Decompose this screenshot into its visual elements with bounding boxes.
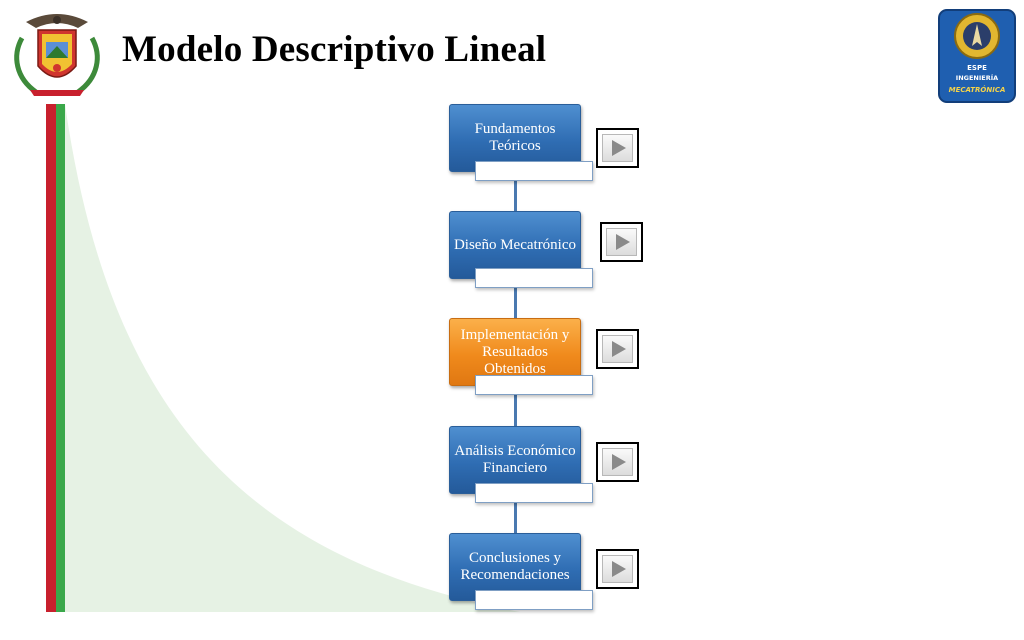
- slide-title: Modelo Descriptivo Lineal: [122, 29, 547, 70]
- step-sub-box: [475, 161, 593, 181]
- step-box: Diseño Mecatrónico: [449, 211, 581, 279]
- step-sub-box: [475, 483, 593, 503]
- step-label: Análisis Económico Financiero: [454, 443, 576, 476]
- play-button-fundamentos[interactable]: [596, 128, 639, 168]
- crest-logo: [14, 14, 100, 96]
- red-stripe: [46, 104, 56, 612]
- logo-line2: INGENIERÍA: [956, 73, 998, 82]
- step-fundamentos: Fundamentos Teóricos: [449, 104, 593, 181]
- play-triangle-icon: [611, 140, 626, 156]
- step-box: Implementación y Resultados Obtenidos: [449, 318, 581, 386]
- play-button-face: [602, 448, 633, 476]
- step-box: Análisis Económico Financiero: [449, 426, 581, 494]
- play-triangle-icon: [615, 234, 630, 250]
- step-sub-box: [475, 590, 593, 610]
- play-button-face: [602, 335, 633, 363]
- step-label: Fundamentos Teóricos: [474, 121, 556, 154]
- play-button-analisis[interactable]: [596, 442, 639, 482]
- step-sub-box: [475, 268, 593, 288]
- play-button-face: [602, 134, 633, 162]
- step-diseno: Diseño Mecatrónico: [449, 211, 593, 288]
- logo-line3: MECATRÓNICA: [949, 85, 1006, 94]
- step-sub-box: [475, 375, 593, 395]
- step-label: Diseño Mecatrónico: [453, 236, 577, 253]
- play-button-face: [602, 555, 633, 583]
- play-triangle-icon: [611, 341, 626, 357]
- green-stripe: [56, 104, 65, 612]
- play-button-diseno[interactable]: [600, 222, 643, 262]
- step-label: Implementación y Resultados Obtenidos: [460, 326, 570, 377]
- logo-line1: ESPE: [967, 64, 987, 72]
- step-box: Conclusiones y Recomendaciones: [449, 533, 581, 601]
- step-implementacion: Implementación y Resultados Obtenidos: [449, 318, 593, 395]
- step-analisis: Análisis Económico Financiero: [449, 426, 593, 503]
- play-button-conclusiones[interactable]: [596, 549, 639, 589]
- play-triangle-icon: [611, 454, 626, 470]
- espe-mecatronica-logo: ESPE INGENIERÍA MECATRÓNICA: [938, 9, 1016, 103]
- step-label: Conclusiones y Recomendaciones: [460, 550, 570, 583]
- play-button-implementacion[interactable]: [596, 329, 639, 369]
- play-button-face: [606, 228, 637, 256]
- play-triangle-icon: [611, 561, 626, 577]
- step-conclusiones: Conclusiones y Recomendaciones: [449, 533, 593, 610]
